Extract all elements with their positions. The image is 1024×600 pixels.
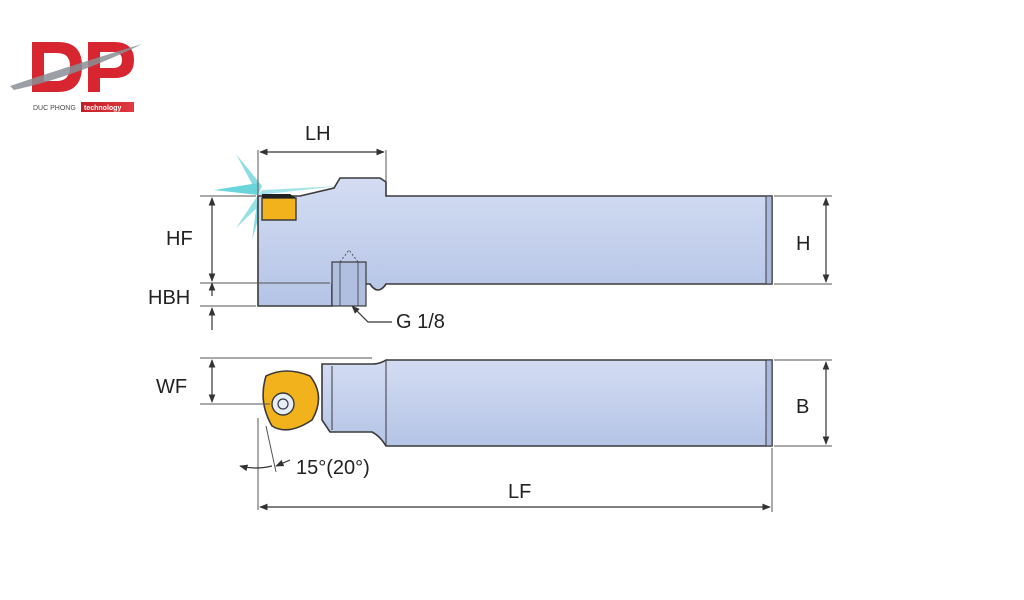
holder-body-top xyxy=(321,359,773,447)
dimension-wf: WF xyxy=(156,357,372,405)
label-h: H xyxy=(796,233,810,255)
dimension-lh: LH xyxy=(257,123,387,196)
label-lh: LH xyxy=(305,123,331,145)
dimension-angle: 15°(20°) xyxy=(239,418,370,510)
dimension-lf: LF xyxy=(259,448,773,512)
insert-side xyxy=(261,194,297,221)
insert-screw xyxy=(271,392,295,416)
logo-tagline-badge xyxy=(81,102,134,112)
side-view xyxy=(214,154,773,307)
dimension-h: H xyxy=(774,195,832,285)
callout-g: G 1/8 xyxy=(351,305,445,333)
dimension-hf: HF xyxy=(166,195,330,284)
label-b: B xyxy=(796,396,809,418)
shank-end-side xyxy=(765,195,773,285)
insert-top xyxy=(262,370,320,431)
label-wf: WF xyxy=(156,376,187,398)
company-logo: DUC PHONG technology xyxy=(10,42,142,112)
logo-mark xyxy=(10,42,142,92)
label-lf: LF xyxy=(508,481,531,503)
label-hbh: HBH xyxy=(148,287,190,309)
coolant-port xyxy=(331,249,367,307)
top-view xyxy=(262,359,773,447)
label-g: G 1/8 xyxy=(396,311,445,333)
shank-end-top xyxy=(765,359,773,447)
dimension-hbh: HBH xyxy=(148,282,256,330)
label-angle: 15°(20°) xyxy=(296,457,370,479)
dimension-b: B xyxy=(774,359,832,447)
logo-tagline: technology xyxy=(84,105,121,112)
logo-company-name: DUC PHONG xyxy=(33,105,76,112)
label-hf: HF xyxy=(166,228,193,250)
